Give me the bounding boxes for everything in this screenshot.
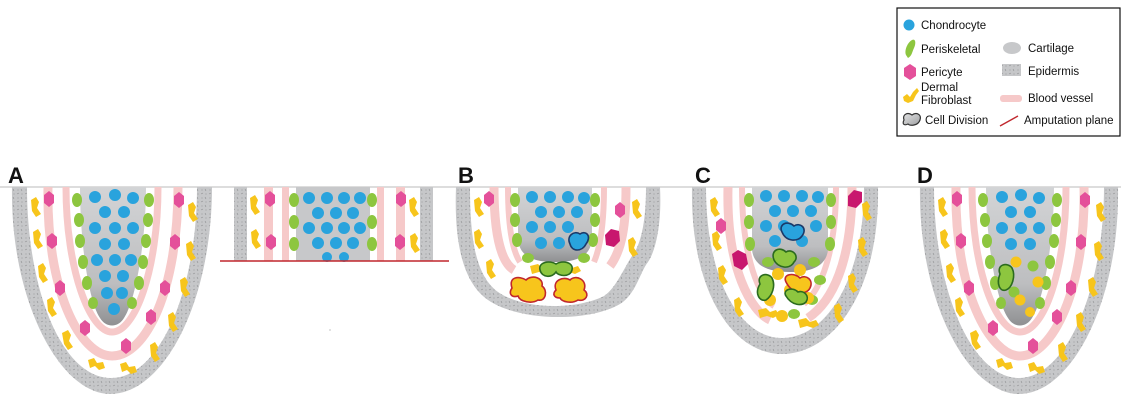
panel-a	[12, 187, 212, 394]
legend-label-cell-division: Cell Division	[925, 115, 988, 127]
legend-label-cartilage: Cartilage	[1028, 43, 1074, 55]
legend: Chondrocyte Periskeletal Cartilage Peric…	[897, 8, 1120, 136]
panel-b	[456, 187, 661, 317]
legend-label-chondrocyte: Chondrocyte	[921, 20, 986, 32]
panel-label-a: A	[8, 163, 24, 188]
blood-vessel-stump-2	[282, 187, 289, 261]
panel-d	[920, 187, 1118, 394]
epidermis-legend-icon	[1002, 64, 1021, 76]
panel-c	[692, 187, 878, 354]
panel-label-d: D	[917, 163, 933, 188]
blood-vessel-stump-3	[377, 187, 384, 261]
legend-label-periskeletal: Periskeletal	[921, 44, 980, 56]
dividing-cell-d	[998, 265, 1013, 291]
legend-label-amputation-plane: Amputation plane	[1024, 115, 1114, 127]
amputated-stump	[220, 187, 449, 331]
blood-vessel-legend-icon	[1000, 95, 1022, 102]
chondrocyte-legend-icon	[904, 20, 915, 31]
blood-vessel-b-right	[610, 187, 626, 266]
legend-label-epidermis: Epidermis	[1028, 66, 1079, 78]
panel-label-b: B	[458, 163, 474, 188]
legend-label-blood-vessel: Blood vessel	[1028, 93, 1093, 105]
panel-label-c: C	[695, 163, 711, 188]
cartilage-legend-icon	[1003, 42, 1021, 54]
legend-label-dermal: Dermal	[921, 82, 958, 94]
epidermis-stump-left	[234, 187, 247, 261]
epidermis-stump-right	[420, 187, 433, 261]
dividing-cell-legend-icon	[903, 114, 920, 126]
legend-label-fibroblast: Fibroblast	[921, 95, 972, 107]
legend-label-pericyte: Pericyte	[921, 67, 963, 79]
